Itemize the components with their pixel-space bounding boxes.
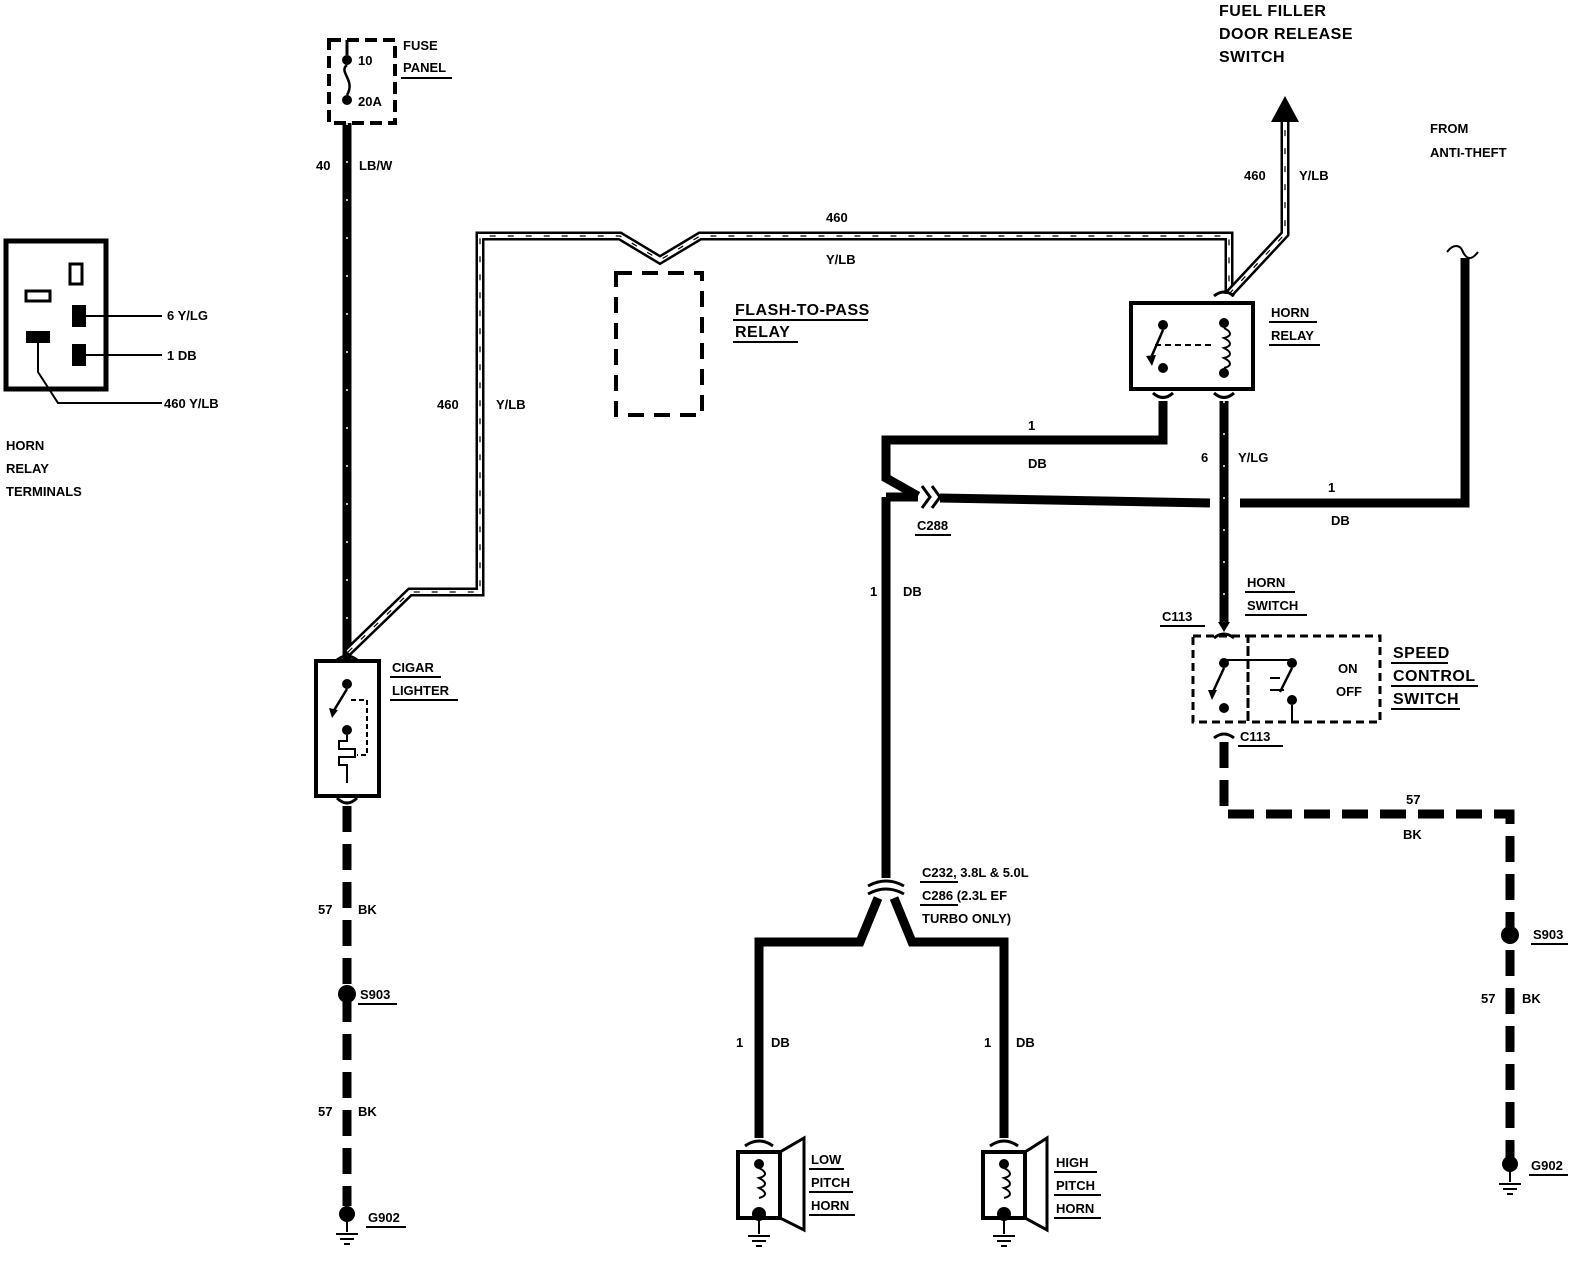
high-pitch-horn xyxy=(981,1135,1049,1247)
wire-460-top-color: Y/LB xyxy=(826,252,856,267)
wire-1-mid-color: DB xyxy=(903,584,922,599)
horn-relay-label-2: RELAY xyxy=(1271,328,1314,343)
wire-57-a-number: 57 xyxy=(318,902,332,917)
wire-40-color: LB/W xyxy=(359,158,393,173)
speed-control-off: OFF xyxy=(1336,684,1362,699)
fuel-filler-label-1: FUEL FILLER xyxy=(1219,3,1326,20)
wire-460-top-number: 460 xyxy=(826,210,848,225)
wire-1-theft-number: 1 xyxy=(1328,480,1335,495)
fuse-panel-label-2: PANEL xyxy=(403,60,446,75)
wire-6-color: Y/LG xyxy=(1238,450,1268,465)
wire-57-b-color: BK xyxy=(358,1104,377,1119)
fuse-rating: 20A xyxy=(358,94,382,109)
fuel-filler-label-3: SWITCH xyxy=(1219,49,1285,66)
wire-57-d-color: BK xyxy=(1522,991,1541,1006)
wire-1-low-number: 1 xyxy=(736,1035,743,1050)
wire-57-bk-right xyxy=(1219,742,1522,1195)
c232-label-1: C232, 3.8L & 5.0L xyxy=(922,865,1029,880)
low-horn-label-2: PITCH xyxy=(811,1175,850,1190)
wire-1-relay-number: 1 xyxy=(1028,418,1035,433)
speed-control-label-2: CONTROL xyxy=(1393,668,1476,685)
flash-relay-label-1: FLASH-TO-PASS xyxy=(735,302,870,319)
g902-left-label: G902 xyxy=(368,1210,400,1225)
wire-6-ylg xyxy=(1218,401,1230,632)
flash-to-pass-relay-box xyxy=(614,271,704,417)
speed-control-label-1: SPEED xyxy=(1393,645,1450,662)
anti-theft-label-1: FROM xyxy=(1430,121,1468,136)
low-horn-label-1: LOW xyxy=(811,1152,842,1167)
horn-switch-label-1: HORN xyxy=(1247,575,1285,590)
horn-relay xyxy=(1129,290,1255,399)
wire-1-relay-color: DB xyxy=(1028,456,1047,471)
high-horn-label-1: HIGH xyxy=(1056,1155,1089,1170)
wire-460-right-number: 460 xyxy=(1244,168,1266,183)
speed-control-on: ON xyxy=(1338,661,1358,676)
c232-label-2: C286 (2.3L EF xyxy=(922,888,1007,903)
wire-6-number: 6 xyxy=(1201,450,1208,465)
wire-57-c-color: BK xyxy=(1403,827,1422,842)
cigar-label-1: CIGAR xyxy=(392,660,435,675)
connector-c232 xyxy=(867,879,905,896)
horn-relay-terminals: 6 Y/LG 1 DB 460 Y/LB HORN RELAY TERMINAL… xyxy=(3,238,219,499)
wire-1-db-horn-branches xyxy=(754,896,1009,1138)
low-pitch-horn xyxy=(736,1135,806,1247)
g902-right-label: G902 xyxy=(1531,1158,1563,1173)
horn-relay-label-1: HORN xyxy=(1271,305,1309,320)
cigar-lighter xyxy=(314,654,381,805)
wire-57-bk-left xyxy=(335,806,359,1245)
connector-c288 xyxy=(920,485,942,509)
wire-1-high-color: DB xyxy=(1016,1035,1035,1050)
fuel-filler-label-2: DOOR RELEASE xyxy=(1219,26,1353,43)
wire-460-left-color: Y/LB xyxy=(496,397,526,412)
c113-bottom-label: C113 xyxy=(1240,729,1270,744)
wire-460-right-color: Y/LB xyxy=(1299,168,1329,183)
wire-460-left-number: 460 xyxy=(437,397,459,412)
high-horn-label-3: HORN xyxy=(1056,1201,1094,1216)
wire-460-ylb xyxy=(344,96,1299,656)
s903-left-label: S903 xyxy=(360,987,390,1002)
terminal-label-6-ylg: 6 Y/LG xyxy=(167,308,208,323)
wire-1-mid-number: 1 xyxy=(870,584,877,599)
anti-theft-label-2: ANTI-THEFT xyxy=(1430,145,1507,160)
low-horn-label-3: HORN xyxy=(811,1198,849,1213)
fuse-panel-label-1: FUSE xyxy=(403,38,438,53)
speed-control-label-3: SWITCH xyxy=(1393,691,1459,708)
high-horn-label-2: PITCH xyxy=(1056,1178,1095,1193)
terminals-title-3: TERMINALS xyxy=(6,484,82,499)
terminal-label-460-ylb: 460 Y/LB xyxy=(164,396,219,411)
wire-57-a-color: BK xyxy=(358,902,377,917)
terminal-label-1-db: 1 DB xyxy=(167,348,197,363)
wire-57-c-number: 57 xyxy=(1406,792,1420,807)
wire-40-number: 40 xyxy=(316,158,330,173)
wire-1-db-anti-theft xyxy=(1240,258,1470,508)
fuse-number: 10 xyxy=(358,53,372,68)
wire-1-db-c288 xyxy=(939,493,1211,508)
terminals-title-2: RELAY xyxy=(6,461,49,476)
c113-top-label: C113 xyxy=(1162,609,1192,624)
fuse-panel: 10 20A FUSE PANEL xyxy=(327,38,452,125)
horn-switch-label-2: SWITCH xyxy=(1247,598,1298,613)
wire-57-d-number: 57 xyxy=(1481,991,1495,1006)
wire-57-b-number: 57 xyxy=(318,1104,332,1119)
wire-1-db-relay xyxy=(881,401,1168,500)
terminals-title-1: HORN xyxy=(6,438,44,453)
cigar-label-2: LIGHTER xyxy=(392,683,450,698)
c288-label: C288 xyxy=(917,518,948,533)
s903-right-label: S903 xyxy=(1533,927,1563,942)
c232-label-3: TURBO ONLY) xyxy=(922,911,1011,926)
wire-1-high-number: 1 xyxy=(984,1035,991,1050)
wire-1-low-color: DB xyxy=(771,1035,790,1050)
flash-relay-label-2: RELAY xyxy=(735,324,790,341)
wire-1-theft-color: DB xyxy=(1331,513,1350,528)
horn-switch-assembly xyxy=(1191,632,1382,724)
